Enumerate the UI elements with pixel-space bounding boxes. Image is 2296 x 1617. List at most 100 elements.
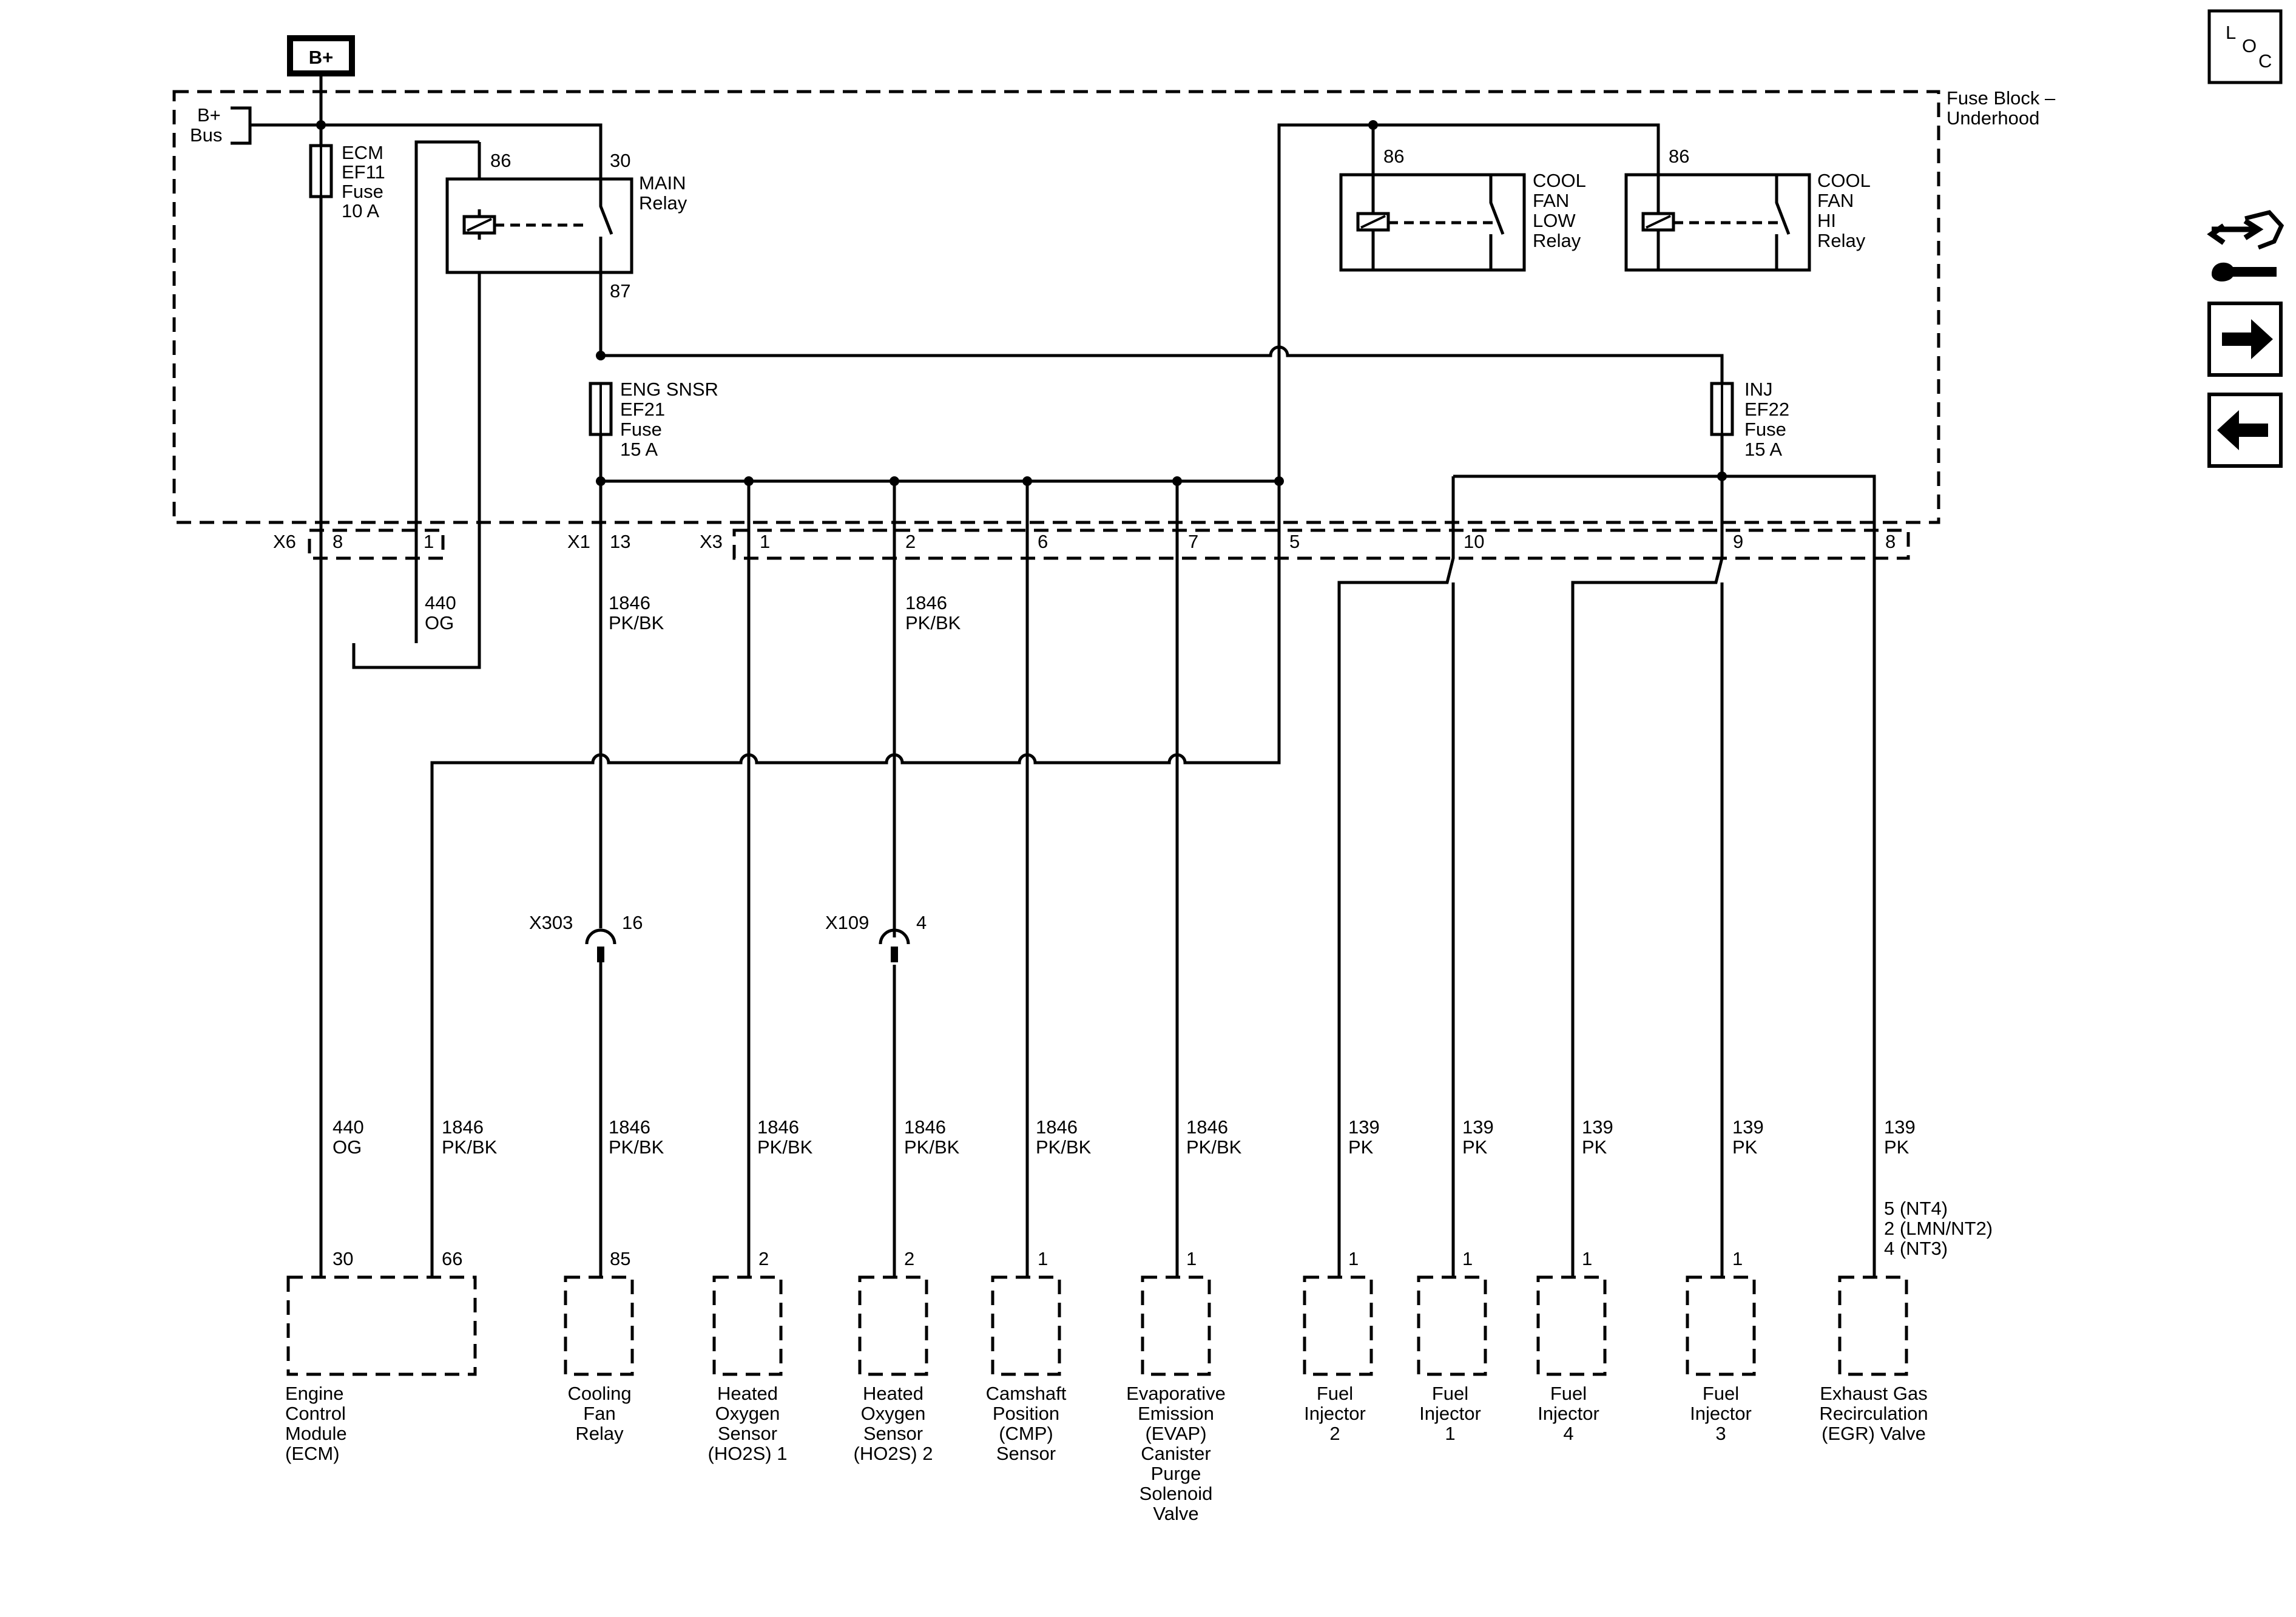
eng-snsr-splice-1 xyxy=(596,476,606,486)
inj3-label-2: Injector xyxy=(1690,1403,1752,1424)
wire-cmp-color: PK/BK xyxy=(1036,1136,1092,1158)
ecm-pin-30: 30 xyxy=(333,1248,353,1269)
inj1-pin: 1 xyxy=(1462,1248,1473,1269)
loc-icon[interactable]: L O C xyxy=(2207,9,2283,84)
fan-low-relay-label-2: FAN xyxy=(1533,190,1569,211)
inj4-box xyxy=(1536,1275,1607,1376)
connector-wrench-icon[interactable] xyxy=(2207,210,2284,282)
loc-letter-c: C xyxy=(2258,50,2272,72)
wire-1846-x1-color: PK/BK xyxy=(609,612,664,633)
fuse-block-label-2: Underhood xyxy=(1947,107,2039,129)
x1-name: X1 xyxy=(567,531,590,552)
inj1-label-3: 1 xyxy=(1445,1423,1455,1444)
fan-low-relay-label-4: Relay xyxy=(1533,230,1581,251)
bplus-bus-bracket xyxy=(231,106,252,145)
wire-evap-color: PK/BK xyxy=(1186,1136,1242,1158)
fan-hi-relay-label-3: HI xyxy=(1817,210,1836,231)
fuse-block-boundary xyxy=(172,90,1940,524)
evap-label-1: Evaporative xyxy=(1126,1383,1226,1404)
main-relay-coil-diag xyxy=(467,218,492,232)
wire-fanrelay-num: 1846 xyxy=(609,1116,650,1138)
x109-pin xyxy=(891,947,898,962)
wire-ecm66-num: 1846 xyxy=(442,1116,484,1138)
inj-fuse-label-4: 15 A xyxy=(1744,439,1782,460)
fan-low-relay-label-1: COOL xyxy=(1533,170,1586,191)
evap-box xyxy=(1141,1275,1211,1376)
wire-ecm30-color: OG xyxy=(333,1136,362,1158)
wire-evap-num: 1846 xyxy=(1186,1116,1228,1138)
cmp-box xyxy=(991,1275,1061,1376)
x3-pin-2: 2 xyxy=(905,531,916,552)
x303-pin xyxy=(597,947,604,962)
wire-1846-x1-num: 1846 xyxy=(609,592,650,613)
cmp-label-1: Camshaft xyxy=(986,1383,1067,1404)
bus-splice xyxy=(316,120,326,130)
x3-name: X3 xyxy=(700,531,723,552)
ecm-pin-66: 66 xyxy=(442,1248,462,1269)
fan-low-relay-coil-diag xyxy=(1360,215,1386,229)
wire-fanrelay-color: PK/BK xyxy=(609,1136,664,1158)
wire-inj3-num: 139 xyxy=(1732,1116,1764,1138)
x109-connector xyxy=(879,928,910,945)
x303-name: X303 xyxy=(529,912,573,933)
ho2s1-pin: 2 xyxy=(758,1248,769,1269)
wire-1846-x3-color: PK/BK xyxy=(905,612,961,633)
eng-snsr-bus xyxy=(599,434,1279,928)
wire-440-upper-color: OG xyxy=(425,612,454,633)
fan-low-relay-label-3: LOW xyxy=(1533,210,1576,231)
bus-wire xyxy=(250,123,603,176)
ecm-box xyxy=(286,1275,477,1376)
evap-label-5: Purge xyxy=(1151,1463,1201,1484)
previous-page-button[interactable] xyxy=(2207,393,2283,468)
fan-feed-splice xyxy=(1368,120,1378,130)
x3-connector xyxy=(732,528,1910,560)
wire-inj4-num: 139 xyxy=(1582,1116,1613,1138)
x3-pin-8: 8 xyxy=(1885,531,1896,552)
fan-hi-relay-label-1: COOL xyxy=(1817,170,1871,191)
evap-pin: 1 xyxy=(1186,1248,1197,1269)
wire-egr-num: 139 xyxy=(1884,1116,1916,1138)
ho2s2-label-1: Heated xyxy=(863,1383,923,1404)
bplus-bus-label-2: Bus xyxy=(190,124,222,146)
x3-pin-6: 6 xyxy=(1038,531,1048,552)
ho2s2-label-3: Sensor xyxy=(863,1423,923,1444)
x109-pin-label: 4 xyxy=(916,912,927,933)
ho2s1-label-1: Heated xyxy=(717,1383,778,1404)
evap-label-7: Valve xyxy=(1153,1503,1198,1524)
fan-return-bus xyxy=(430,481,1281,1277)
x6-name: X6 xyxy=(273,531,296,552)
x303-pin-label: 16 xyxy=(622,912,643,933)
inj1-box xyxy=(1417,1275,1487,1376)
relay-87-bus xyxy=(601,345,1724,383)
fanrelay-label-3: Relay xyxy=(575,1423,624,1444)
evap-label-4: Canister xyxy=(1141,1443,1210,1464)
ho2s1-box xyxy=(712,1275,783,1376)
cmp-pin: 1 xyxy=(1038,1248,1048,1269)
next-page-button[interactable] xyxy=(2207,302,2283,377)
inj3-pin: 1 xyxy=(1732,1248,1743,1269)
ecm-fuse-label-1: ECM xyxy=(342,142,383,163)
fanrelay-label-1: Cooling xyxy=(567,1383,631,1404)
egr-label-1: Exhaust Gas xyxy=(1820,1383,1927,1404)
x109-name: X109 xyxy=(825,912,869,933)
ho2s2-pin: 2 xyxy=(904,1248,914,1269)
x3-pin-9: 9 xyxy=(1733,531,1743,552)
cmp-label-3: (CMP) xyxy=(999,1423,1053,1444)
inj2-box xyxy=(1303,1275,1373,1376)
inj2-label-2: Injector xyxy=(1304,1403,1366,1424)
inj1-label-1: Fuel xyxy=(1432,1383,1468,1404)
eng-snsr-fuse-label-3: Fuse xyxy=(620,419,662,440)
bplus-bus-label-1: B+ xyxy=(197,104,221,126)
main-relay-coil-wire xyxy=(352,140,481,669)
egr-label-3: (EGR) Valve xyxy=(1822,1423,1926,1444)
cmp-label-4: Sensor xyxy=(996,1443,1056,1464)
wire-ecm66-color: PK/BK xyxy=(442,1136,498,1158)
ecm-label-4: (ECM) xyxy=(285,1443,340,1464)
egr-box xyxy=(1838,1275,1908,1376)
fan-hi-relay-coil-diag xyxy=(1646,215,1671,229)
ho2s1-label-3: Sensor xyxy=(718,1423,777,1444)
inj3-label-1: Fuel xyxy=(1703,1383,1739,1404)
wire-inj3-color: PK xyxy=(1732,1136,1758,1158)
inj-fuse-label-1: INJ xyxy=(1744,379,1773,400)
x3-pin-7: 7 xyxy=(1188,531,1198,552)
